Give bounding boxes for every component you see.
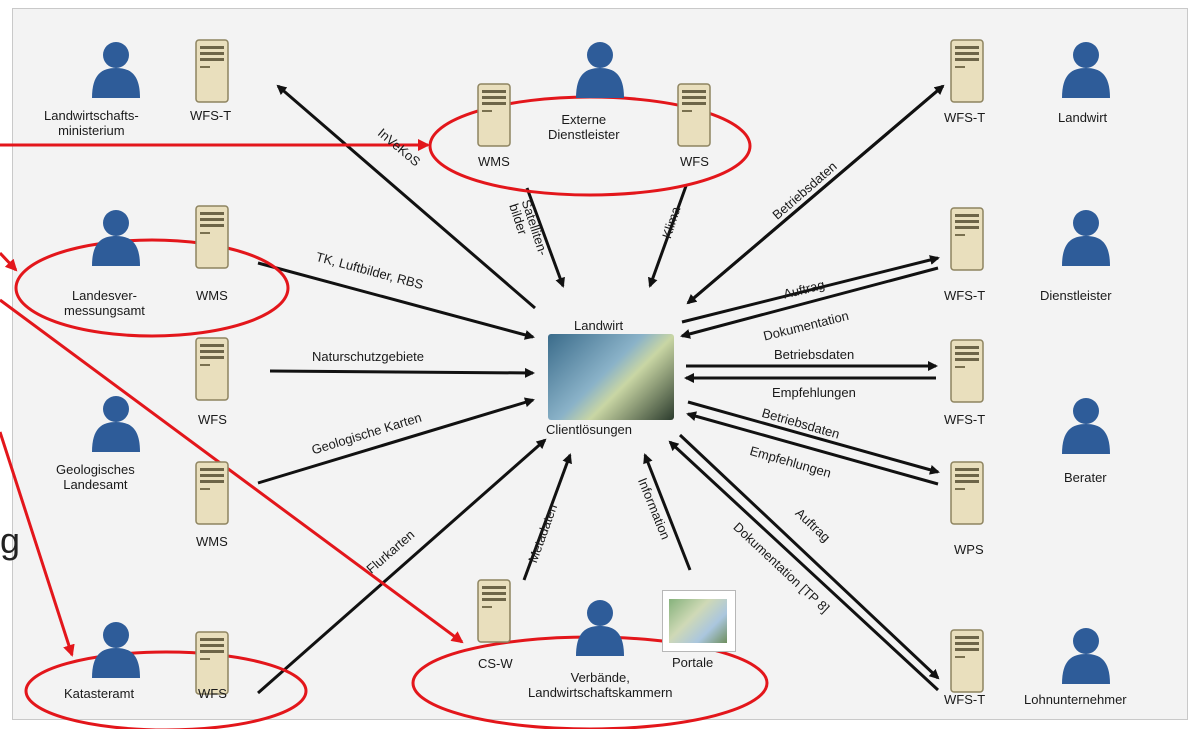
cropped-text-fragment: g (0, 520, 21, 561)
label-landwirtschaftsministerium: Landwirtschafts- ministerium (44, 108, 139, 138)
server-icon (195, 631, 229, 695)
server-icon (195, 461, 229, 525)
person-icon (576, 42, 624, 98)
person-icon (92, 42, 140, 98)
server-icon (195, 205, 229, 269)
label-externe-dienstleister: Externe Dienstleister (548, 112, 620, 142)
label-wfs-naturschutz: WFS (198, 412, 227, 427)
label-lohnunternehmer: Lohnunternehmer (1024, 692, 1127, 707)
server-icon (477, 83, 511, 147)
label-center-landwirt: Landwirt (574, 318, 624, 333)
person-icon (1062, 398, 1110, 454)
label-wps: WPS (954, 542, 984, 557)
map-portal-icon (662, 590, 736, 652)
label-dienstleister: Dienstleister (1040, 288, 1112, 303)
label-katasteramt: Katasteramt (64, 686, 135, 701)
person-icon (1062, 210, 1110, 266)
label-landesvermessungsamt: Landesver- messungsamt (64, 288, 145, 318)
label-wfs-t-top-right: WFS-T (944, 110, 986, 125)
label-verbaende: Verbände, Landwirtschaftskammern (528, 670, 673, 700)
person-icon (1062, 42, 1110, 98)
label-cs-w: CS-W (478, 656, 513, 671)
server-icon (950, 629, 984, 693)
label-wfs-top: WFS (680, 154, 709, 169)
label-wms-landesvermessung: WMS (196, 288, 228, 303)
label-wfs-t-top-left: WFS-T (190, 108, 232, 123)
callout-arrows (0, 139, 464, 657)
server-icon (950, 339, 984, 403)
server-icon (195, 337, 229, 401)
edge-label-betriebsdaten-2: Betriebsdaten (774, 347, 855, 362)
label-berater: Berater (1064, 470, 1107, 485)
server-icon (950, 207, 984, 271)
label-wfs-t-middle: WFS-T (944, 412, 986, 427)
person-icon (92, 396, 140, 452)
label-wfs-t-dienstleister: WFS-T (944, 288, 986, 303)
server-icon (477, 579, 511, 643)
edge-label-naturschutzgebiete: Naturschutzgebiete (312, 349, 425, 364)
label-wfs-t-bottom-right: WFS-T (944, 692, 986, 707)
label-wms-geologie: WMS (196, 534, 228, 549)
server-icon (195, 39, 229, 103)
person-icon (92, 622, 140, 678)
workstation-photo (548, 334, 674, 420)
label-wms-top: WMS (478, 154, 510, 169)
person-icon (92, 210, 140, 266)
label-center-clientloesungen: Clientlösungen (546, 422, 633, 437)
label-geologisches-landesamt: Geologisches Landesamt (56, 462, 135, 492)
label-wfs-kataster: WFS (198, 686, 227, 701)
label-portale: Portale (672, 655, 714, 670)
edge-label-empfehlungen-1: Empfehlungen (772, 385, 856, 400)
server-icon (677, 83, 711, 147)
server-icon (950, 461, 984, 525)
flow-arrows (257, 84, 945, 695)
person-icon (1062, 628, 1110, 684)
person-icon (576, 600, 624, 656)
label-landwirt-top-right: Landwirt (1058, 110, 1108, 125)
server-icon (950, 39, 984, 103)
